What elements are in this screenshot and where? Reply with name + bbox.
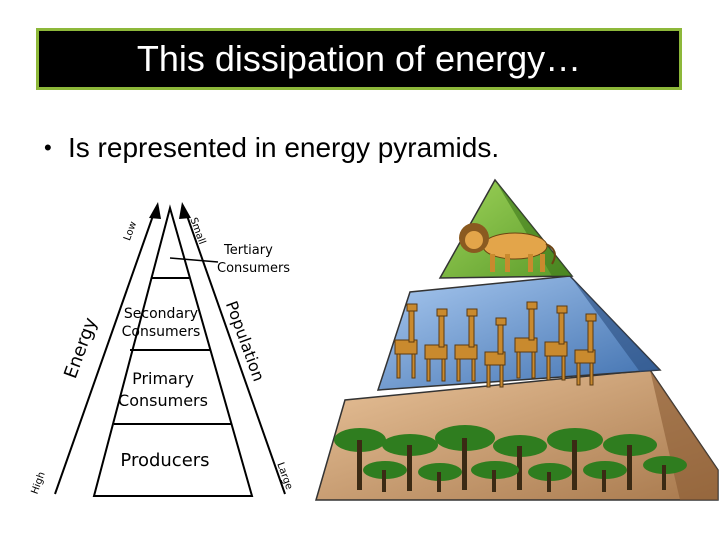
energy-arrow-head-icon — [149, 202, 161, 219]
secondary-label-line2: Consumers — [122, 324, 201, 340]
energy-high-label: High — [30, 470, 48, 495]
bottom-tier-producers — [315, 369, 719, 501]
bullet-text: Is represented in energy pyramids. — [68, 132, 500, 163]
primary-label-line1: Primary — [132, 369, 194, 388]
tertiary-label-line2: Consumers — [217, 261, 290, 276]
energy-arrow — [54, 209, 156, 495]
primary-label-line2: Consumers — [118, 391, 208, 410]
energy-axis-label: Energy — [60, 315, 101, 382]
acacia-trees-icon — [334, 425, 687, 492]
tertiary-pointer — [169, 257, 219, 263]
bullet-dot-icon: • — [44, 135, 52, 160]
population-arrow — [184, 209, 286, 495]
slide-title-bar: This dissipation of energy… — [36, 28, 682, 90]
population-small-label: Small — [187, 216, 207, 246]
lion-icon — [459, 223, 556, 272]
pyramid-outline — [92, 204, 254, 497]
producers-label: Producers — [120, 450, 209, 471]
population-arrow-head-icon — [179, 202, 191, 219]
top-tier-lion — [438, 178, 574, 279]
bullet-item: • Is represented in energy pyramids. — [44, 132, 499, 164]
tertiary-label-line1: Tertiary — [223, 243, 273, 258]
secondary-label-line1: Secondary — [124, 306, 198, 322]
giraffes-icon — [394, 301, 597, 388]
slide-title: This dissipation of energy… — [136, 38, 582, 79]
middle-tier-giraffes — [376, 275, 662, 391]
energy-low-label: Low — [122, 220, 139, 242]
population-axis-label: Population — [222, 298, 269, 383]
population-large-label: Large — [274, 461, 294, 491]
